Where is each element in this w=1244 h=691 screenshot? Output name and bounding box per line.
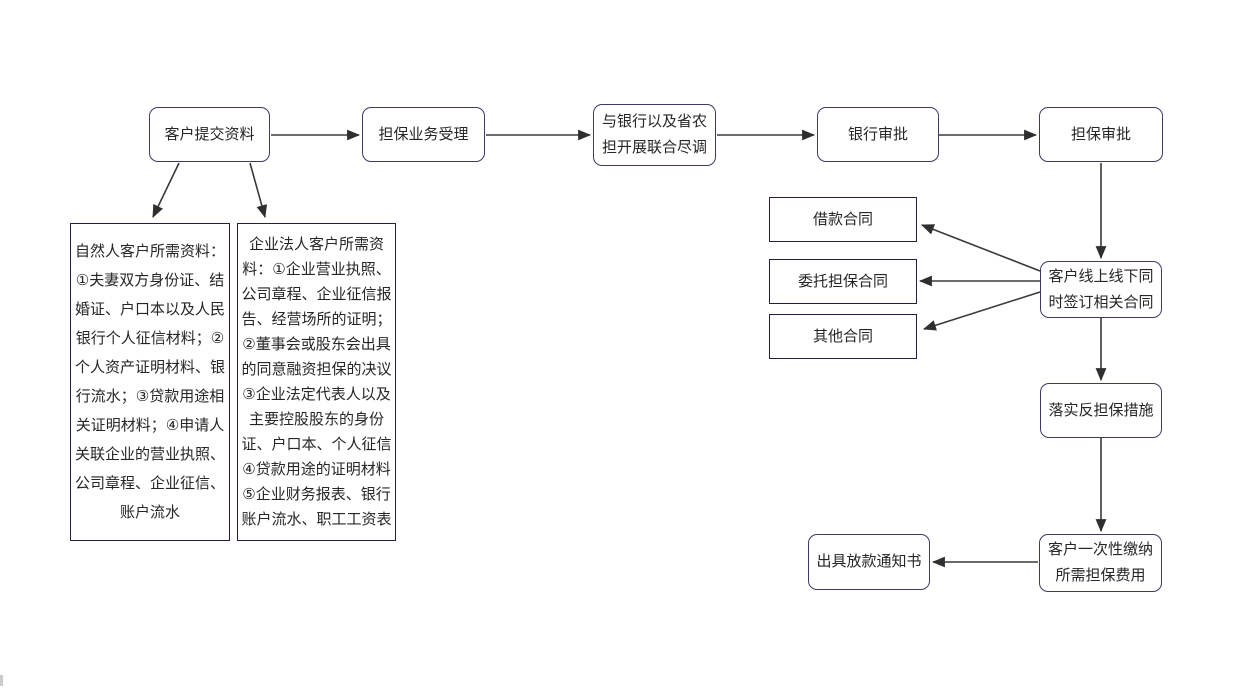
node-sign-contracts: 客户线上线下同 时签订相关合同 — [1040, 261, 1162, 318]
node-other-contract-label: 其他合同 — [812, 327, 873, 345]
node-pay-fee-label: 客户一次性缴纳 所需担保费用 — [1047, 541, 1153, 584]
node-bank-approval-label: 银行审批 — [847, 125, 908, 143]
node-loan-notice-label: 出具放款通知书 — [816, 553, 922, 570]
node-bank-approval: 银行审批 — [817, 107, 939, 162]
node-loan-contract: 借款合同 — [769, 197, 917, 242]
node-natural-person-docs: 自然人客户所需资料： ①夫妻双方身份证、结 婚证、户口本以及人民 银行个人征信材… — [70, 223, 230, 541]
arrow-submit-to-corporate-docs — [249, 162, 268, 219]
node-due-diligence-label: 与银行以及省农 担开展联合尽调 — [601, 113, 707, 156]
arrow-sign-contracts-to-other-contract — [922, 291, 1041, 331]
node-acceptance: 担保业务受理 — [362, 107, 485, 162]
node-guarantee-approval: 担保审批 — [1039, 107, 1163, 162]
node-loan-contract-label: 借款合同 — [812, 210, 873, 228]
node-other-contract: 其他合同 — [769, 314, 917, 359]
node-corporate-docs-label: 企业法人客户所需资 料：①企业营业执照、 公司章程、企业征信报 告、经营场所的证… — [241, 236, 392, 528]
node-counter-guarantee: 落实反担保措施 — [1040, 383, 1162, 438]
node-due-diligence: 与银行以及省农 担开展联合尽调 — [593, 104, 716, 166]
node-counter-guarantee-label: 落实反担保措施 — [1048, 401, 1154, 419]
node-sign-contracts-label: 客户线上线下同 时签订相关合同 — [1048, 267, 1154, 311]
screen-edge-artifact — [0, 675, 3, 686]
arrow-sign-contracts-to-loan-contract — [920, 224, 1041, 272]
node-submit: 客户提交资料 — [149, 107, 270, 162]
node-entrusted-guarantee-contract: 委托担保合同 — [769, 259, 917, 304]
node-natural-person-docs-label: 自然人客户所需资料： ①夫妻双方身份证、结 婚证、户口本以及人民 银行个人征信材… — [74, 243, 225, 521]
node-guarantee-approval-label: 担保审批 — [1070, 125, 1131, 143]
node-acceptance-label: 担保业务受理 — [378, 125, 469, 143]
node-pay-fee: 客户一次性缴纳 所需担保费用 — [1039, 534, 1162, 592]
node-entrusted-guarantee-contract-label: 委托担保合同 — [797, 272, 888, 290]
node-submit-label: 客户提交资料 — [164, 125, 255, 143]
node-corporate-docs: 企业法人客户所需资 料：①企业营业执照、 公司章程、企业征信报 告、经营场所的证… — [237, 223, 396, 541]
node-loan-notice: 出具放款通知书 — [808, 534, 930, 590]
arrow-submit-to-natural-person-docs — [152, 162, 180, 218]
